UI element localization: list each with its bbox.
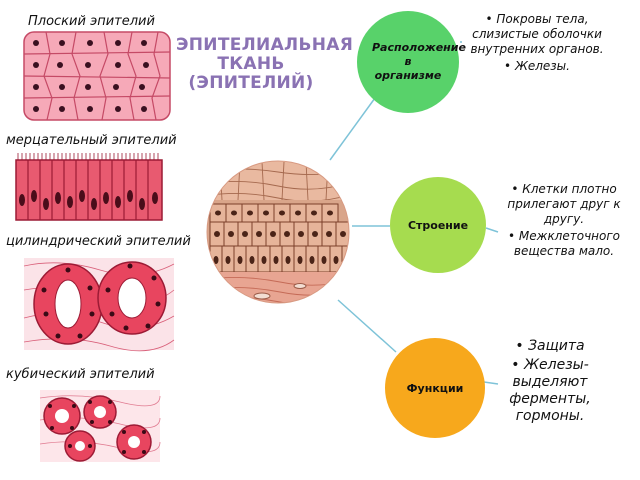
- label-ciliated-epithelium: мерцательный эпителий: [6, 133, 177, 148]
- node-functions-label: Функции: [406, 381, 464, 395]
- node-structure-label: Строение: [407, 218, 469, 232]
- location-bullet: Железы.: [462, 59, 612, 74]
- connector-functions: [337, 299, 397, 353]
- title-line-1: ЭПИТЕЛИАЛЬНАЯ: [176, 35, 354, 55]
- function-bullet: Железы- выделяют ферменты, гормоны.: [500, 357, 600, 425]
- structure-bullet: Клетки плотно прилегают друг к другу.: [496, 182, 632, 227]
- label-cylindrical-epithelium: цилиндрический эпителий: [6, 234, 191, 249]
- function-bullet: Защита: [500, 338, 600, 355]
- diagram-title: ЭПИТЕЛИАЛЬНАЯ ТКАНЬ (ЭПИТЕЛИЙ): [176, 35, 354, 93]
- label-flat-epithelium: Плоский эпителий: [28, 14, 155, 29]
- function-bullets: Защита Железы- выделяют ферменты, гормон…: [500, 338, 600, 427]
- node-location-label: Расположение в организме: [372, 41, 466, 82]
- location-bullet: Покровы тела, слизистые оболочки внутрен…: [462, 12, 612, 57]
- label-cubic-epithelium: кубический эпителий: [6, 367, 155, 382]
- node-structure: Строение: [390, 177, 486, 273]
- location-bullets: Покровы тела, слизистые оболочки внутрен…: [462, 12, 612, 76]
- structure-bullet: Межклеточного вещества мало.: [496, 229, 632, 259]
- structure-bullets: Клетки плотно прилегают друг к другу. Ме…: [496, 182, 632, 261]
- connector-location: [329, 97, 376, 161]
- title-line-3: (ЭПИТЕЛИЙ): [188, 73, 314, 93]
- node-location: Расположение в организме: [357, 11, 466, 113]
- title-line-2: ТКАНЬ: [217, 54, 285, 74]
- node-functions: Функции: [385, 338, 485, 438]
